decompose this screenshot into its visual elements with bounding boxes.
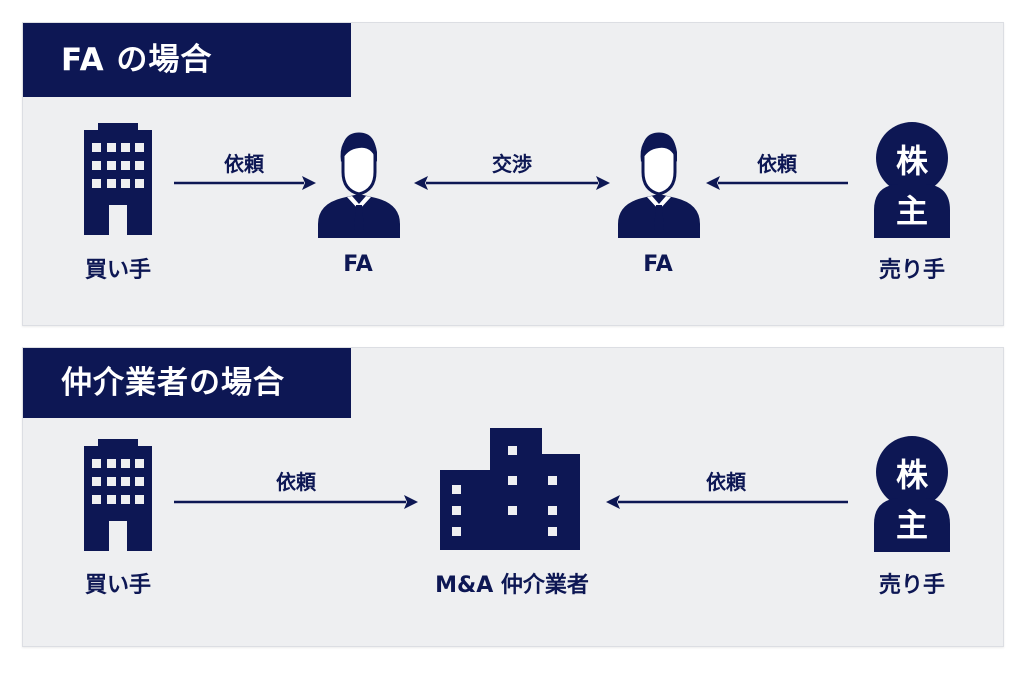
fa-right-label: FA: [643, 252, 673, 277]
kabu-character: 株: [895, 142, 928, 180]
businessman-icon: [618, 132, 700, 238]
arrow-label-request: 依頼: [224, 152, 264, 176]
businessman-icon: [318, 132, 400, 238]
nushi-character: 主: [895, 192, 928, 230]
arrow-buyer-to-broker: [174, 495, 418, 509]
arrow-buyer-to-fa: [174, 176, 316, 190]
arrow-seller-to-fa: [706, 176, 848, 190]
arrow-label-request: 依頼: [276, 470, 316, 494]
arrow-label-request: 依頼: [757, 152, 797, 176]
nushi-character: 主: [895, 506, 928, 544]
office-building-icon: [84, 123, 152, 235]
shareholder-kabunushi-icon: 株 主: [872, 120, 952, 238]
large-office-buildings-icon: [440, 428, 580, 550]
seller-label: 売り手: [878, 258, 946, 283]
arrow-negotiation-bidirectional: [414, 176, 610, 190]
buyer-label: 買い手: [84, 573, 152, 598]
broker-label: M&A 仲介業者: [435, 573, 589, 598]
arrow-label-request: 依頼: [706, 470, 746, 494]
kabu-character: 株: [895, 456, 928, 494]
fa-case-title: FA の場合: [23, 23, 351, 97]
fa-left-label: FA: [343, 252, 373, 277]
seller-label: 売り手: [878, 573, 946, 598]
buyer-label: 買い手: [84, 258, 152, 283]
broker-case-title: 仲介業者の場合: [23, 348, 351, 418]
shareholder-kabunushi-icon: 株 主: [872, 434, 952, 552]
fa-case-panel: FA の場合: [22, 22, 1004, 326]
office-building-icon: [84, 439, 152, 551]
arrow-label-negotiation: 交渉: [492, 152, 532, 176]
arrow-seller-to-broker: [606, 495, 848, 509]
